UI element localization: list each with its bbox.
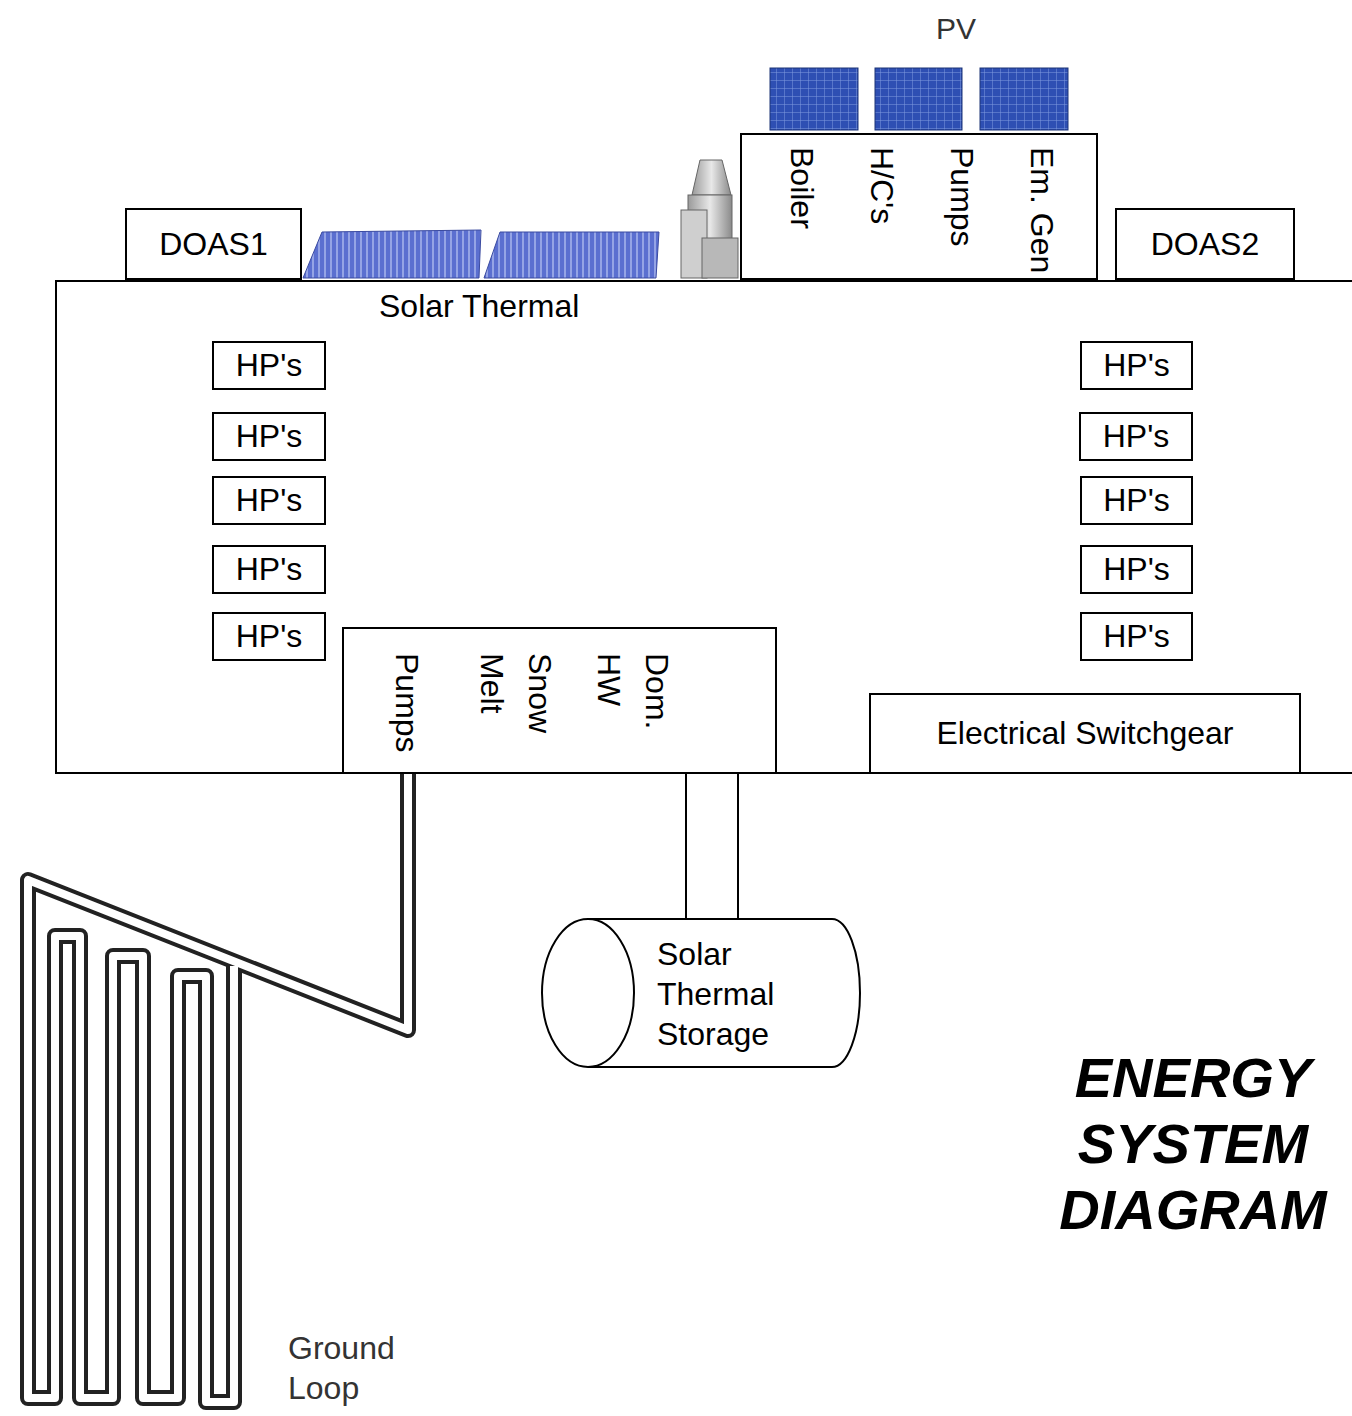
diagram-title: ENERGY SYSTEM DIAGRAM <box>1040 1045 1346 1243</box>
building-outline: Solar ThermalHP'sHP'sHP'sHP'sHP'sHP'sHP'… <box>55 280 1352 774</box>
equipment-box: HP's <box>1080 612 1193 661</box>
equipment-box: Electrical Switchgear <box>869 693 1301 774</box>
collector <box>484 232 659 278</box>
ground-loop-pipe <box>28 773 408 1402</box>
node-text: Solar Thermal <box>379 288 579 325</box>
node-text: HP's <box>236 418 303 455</box>
equipment-box: HP's <box>212 612 326 661</box>
pv-panel <box>770 68 858 130</box>
node-text: Pumps <box>383 653 431 753</box>
node-text: HP's <box>1103 551 1170 588</box>
node-text: Dom. HW <box>585 653 681 765</box>
node-text: HP's <box>236 551 303 588</box>
node-text: Solar Thermal Storage <box>657 934 807 1054</box>
equipment-box: Pumps Snow MeltDom. HW <box>342 627 777 774</box>
ground-loop-label: Ground Loop <box>288 1328 428 1408</box>
node-text: DOAS1 <box>159 226 267 263</box>
node-text: Electrical Switchgear <box>937 715 1234 752</box>
pv-panels <box>770 68 1068 130</box>
flue-stack <box>681 160 738 278</box>
storage-tank: Solar Thermal Storage <box>540 918 862 1068</box>
node-text: Pumps <box>938 147 986 247</box>
equipment-box: HP's <box>1079 412 1193 461</box>
pipe-inner <box>687 774 737 918</box>
node-text: HP's <box>1103 418 1170 455</box>
cylinder-end <box>542 919 634 1067</box>
equipment-box: HP's <box>212 412 326 461</box>
node-text: H/C's <box>858 147 906 224</box>
equipment-box: HP's <box>212 545 326 594</box>
equipment-box: HP's <box>1080 476 1193 525</box>
pv-panel <box>980 68 1068 130</box>
equipment-box: HP's <box>1080 341 1193 390</box>
node-text: HP's <box>1103 482 1170 519</box>
node-text: Snow Melt <box>468 653 564 765</box>
equipment-box: Boiler H/C's Pumps Em. Gen <box>740 133 1098 280</box>
node-text: HP's <box>1103 347 1170 384</box>
pipe-connector <box>712 774 713 918</box>
equipment-box: HP's <box>212 476 326 525</box>
stack-unit <box>702 238 738 278</box>
node-text: HP's <box>236 347 303 384</box>
node-text: HP's <box>1103 618 1170 655</box>
pipe-wall <box>685 774 739 918</box>
node-text: Boiler <box>778 147 826 229</box>
stack-cap <box>692 160 731 195</box>
equipment-box: DOAS2 <box>1115 208 1295 280</box>
solar-thermal-collectors <box>303 230 659 278</box>
node-text: HP's <box>236 482 303 519</box>
node-text: DOAS2 <box>1151 226 1259 263</box>
node-text: HP's <box>236 618 303 655</box>
equipment-box: HP's <box>212 341 326 390</box>
pv-label: PV <box>936 10 976 48</box>
equipment-box: DOAS1 <box>125 208 302 280</box>
pv-panel <box>875 68 962 130</box>
node-text: Em. Gen <box>1018 147 1066 273</box>
collector <box>303 230 481 278</box>
equipment-box: HP's <box>1080 545 1193 594</box>
